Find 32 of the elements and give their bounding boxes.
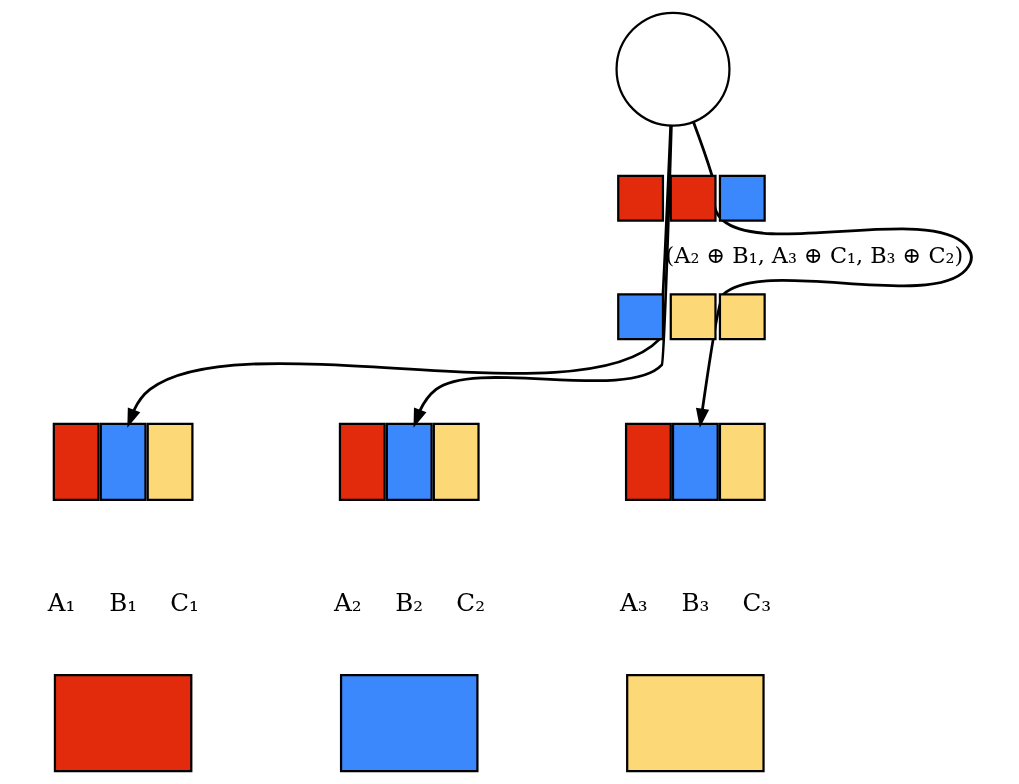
- node-label: C₂: [455, 587, 485, 617]
- node-box: [718, 293, 766, 341]
- node-bar: [671, 422, 719, 501]
- node-bar: [52, 422, 100, 501]
- node-label: B₃: [680, 587, 709, 617]
- node-box: [669, 174, 717, 222]
- node-label: A₂: [333, 587, 362, 617]
- node-bar: [718, 422, 766, 501]
- node-label: A₃: [619, 587, 648, 617]
- node-bar: [338, 422, 386, 501]
- node-box: [53, 674, 192, 773]
- node-box: [625, 674, 765, 773]
- node-bar: [385, 422, 433, 501]
- node-bar: [624, 422, 672, 501]
- node-box: [616, 293, 664, 341]
- node-label: C₃: [741, 587, 771, 617]
- node-box: [669, 293, 717, 341]
- node-circle: [614, 11, 731, 127]
- node-label: B₁: [108, 587, 137, 617]
- node-label: B₂: [394, 587, 423, 617]
- arrow: [126, 125, 672, 428]
- arrow: [691, 121, 972, 428]
- node-label: A₁: [47, 587, 75, 617]
- node-box: [339, 674, 479, 773]
- node-bar: [99, 422, 147, 501]
- edge-label: (A₂ ⊕ B₁, A₃ ⊕ C₁, B₃ ⊕ C₂): [665, 242, 963, 269]
- node-bar: [432, 422, 480, 501]
- node-box: [718, 174, 766, 222]
- arrow: [413, 125, 673, 428]
- node-box: [616, 174, 664, 222]
- node-bar: [146, 422, 194, 501]
- node-label: C₁: [169, 587, 199, 617]
